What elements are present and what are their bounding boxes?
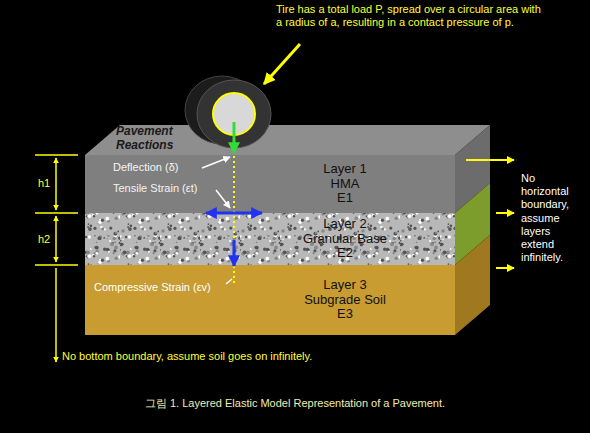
layer-label: Layer 2 [275, 217, 415, 232]
load-axis [233, 156, 235, 284]
layer-label: E1 [275, 191, 415, 206]
layer-label: HMA [275, 177, 415, 192]
response-label: Compressive Strain (εv) [94, 281, 226, 294]
hma-layer-face [85, 155, 455, 213]
boundary-note: No bottom boundary, assume soil goes on … [62, 350, 392, 363]
tensile-leader [216, 190, 230, 208]
layer-label: Layer 3 [275, 278, 415, 293]
tensile-arrow [206, 212, 262, 215]
layer-label: Layer 1 [275, 162, 415, 177]
pavement-layer: Layer 2Granular BaseE2 [85, 213, 455, 265]
deflection-leader [202, 157, 230, 168]
callout-note: Tire has a total load P, spread over a c… [276, 3, 544, 29]
response-label: Deflection (δ) [113, 161, 208, 174]
load-arrow [233, 122, 236, 153]
callout-arrow [264, 44, 300, 84]
layer-label: Subgrade Soil [275, 293, 415, 308]
layer-text-group: Layer 1HMAE1 [275, 162, 415, 207]
layer-text-group: Layer 3Subgrade SoilE3 [275, 278, 415, 323]
thickness-dimensions [35, 155, 78, 362]
figure-caption: 그림 1. Layered Elastic Model Representati… [0, 397, 590, 410]
dimension-label: h1 [38, 177, 54, 190]
base-layer-face [85, 213, 455, 265]
pavement-layer: Layer 3Subgrade SoilE3 [85, 265, 455, 335]
layer-text-group: Layer 2Granular BaseE2 [275, 217, 415, 262]
base-texture [85, 213, 455, 265]
infinite-extent-arrows [466, 160, 514, 268]
section-heading: Pavement Reactions [116, 124, 216, 153]
layer-label: Granular Base [275, 232, 415, 247]
layer-label: E3 [275, 307, 415, 322]
boundary-note: No horizontal boundary, assume layers ex… [521, 172, 585, 264]
subgrade-side-face [455, 235, 490, 335]
top-face [85, 125, 490, 155]
layer-label: E2 [275, 246, 415, 261]
compressive-leader [226, 279, 232, 284]
subgrade-layer-face [85, 265, 455, 335]
dimension-label: h2 [38, 233, 54, 246]
compressive-arrow [233, 240, 236, 266]
response-label: Tensile Strain (εt) [113, 182, 223, 195]
